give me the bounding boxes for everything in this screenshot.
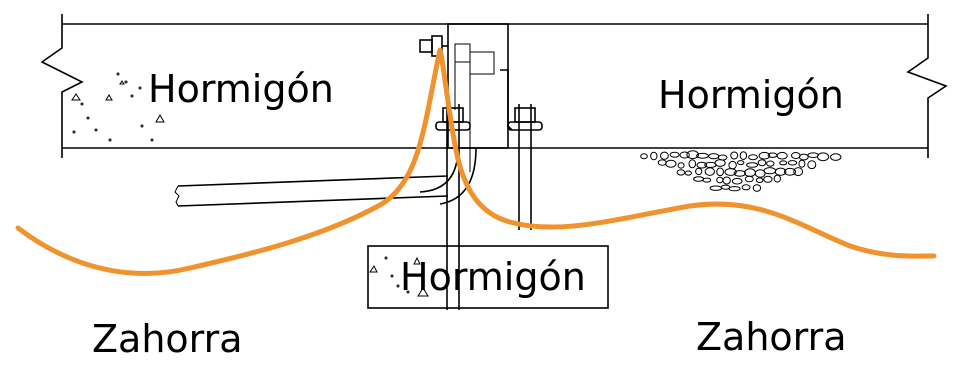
gravel-stone: [798, 159, 806, 168]
gravel-stone: [766, 160, 775, 167]
gravel-stone: [693, 176, 705, 182]
gravel-stone: [724, 168, 737, 176]
gravel-stone: [757, 159, 767, 167]
gravel-stone: [665, 159, 677, 168]
gravel-stone: [730, 151, 739, 160]
gravel-stone: [752, 184, 762, 192]
gravel-stone: [783, 167, 797, 176]
gravel-stone: [739, 151, 748, 161]
label-concrete-slab-right: Hormigón: [658, 73, 844, 117]
gravel-stone: [774, 167, 787, 176]
gravel-stone: [754, 169, 766, 178]
break-symbol-left: [40, 14, 84, 158]
gravel-stone: [807, 160, 817, 170]
gravel-stone: [686, 150, 700, 160]
gravel-stone: [787, 160, 798, 166]
gravel-stone: [657, 159, 667, 166]
gravel-stone: [728, 160, 737, 170]
conduit-pipe: [174, 175, 449, 207]
label-gravel-left: Zahorra: [92, 317, 243, 361]
gravel-stone: [744, 175, 754, 183]
gravel-stone: [669, 151, 680, 158]
side-bolt: [419, 35, 448, 57]
gravel-stone: [733, 170, 746, 177]
gravel-stone: [716, 176, 724, 184]
gravel-stone: [688, 159, 697, 169]
gravel-stone: [696, 161, 708, 169]
gravel-pocket: [640, 150, 842, 192]
gravel-stone: [793, 167, 804, 177]
gravel-stone: [744, 168, 756, 177]
gravel-stone: [684, 170, 692, 176]
orange-cable: [15, 47, 937, 276]
gravel-stone: [716, 167, 724, 177]
gravel-stone: [746, 162, 759, 168]
gravel-stone: [779, 160, 788, 166]
gravel-stone: [714, 159, 726, 167]
gravel-stone: [741, 184, 751, 191]
gravel-stone: [704, 167, 715, 176]
gravel-stone: [709, 185, 722, 191]
gravel-stone: [763, 167, 777, 175]
anchor-rod-right: [507, 104, 543, 230]
gravel-stone: [758, 151, 771, 160]
gravel-stone: [763, 175, 773, 183]
gravel-stone: [731, 177, 743, 185]
aggregate-specks-left: [71, 72, 165, 142]
gravel-stone: [817, 152, 830, 162]
concrete-footing: [367, 245, 609, 309]
gravel-stone: [640, 153, 648, 160]
gravel-stone: [702, 177, 712, 183]
gravel-stone: [807, 152, 819, 158]
gravel-stone: [695, 167, 703, 176]
gravel-stone: [708, 153, 720, 160]
gravel-stone: [748, 154, 758, 161]
gravel-stone: [660, 151, 669, 160]
gravel-stone: [728, 186, 741, 192]
gravel-stone: [677, 162, 685, 169]
gravel-stone: [830, 153, 842, 161]
label-concrete-footing: Hormigón: [400, 255, 586, 299]
gravel-stone: [650, 151, 658, 161]
label-gravel-right: Zahorra: [696, 315, 847, 359]
gravel-stone: [755, 177, 764, 183]
gravel-stone: [676, 169, 686, 176]
gravel-stone: [791, 152, 801, 159]
label-concrete-slab-left: Hormigón: [148, 67, 334, 111]
gravel-stone: [722, 176, 731, 185]
break-symbol-right: [906, 14, 948, 158]
gravel-stone: [798, 153, 809, 161]
gravel-stone: [737, 160, 745, 166]
gravel-stone: [679, 151, 690, 159]
gravel-stone: [773, 174, 781, 183]
gravel-stone: [776, 151, 788, 160]
